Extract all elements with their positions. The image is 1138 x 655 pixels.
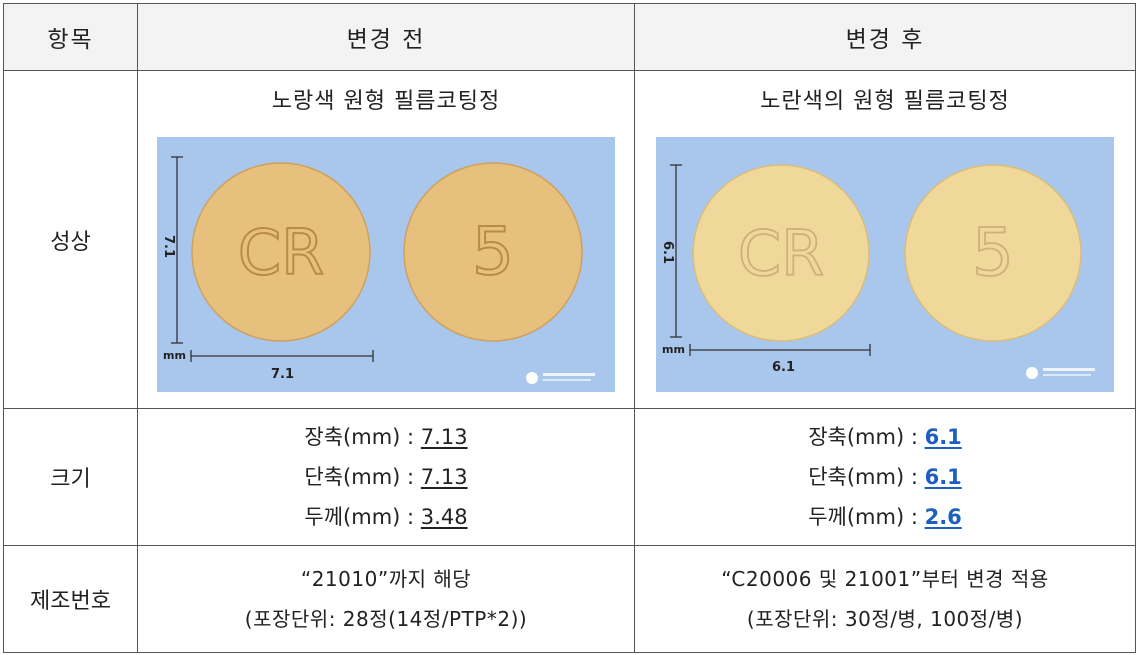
size-after-cell: 장축(mm) : 6.1 단축(mm) : 6.1 두께(mm) : 2.6 <box>634 408 1136 546</box>
size-value: 6.1 <box>924 425 962 449</box>
pill-left <box>692 164 870 342</box>
size-label-text: 장축(mm) : <box>808 425 925 449</box>
comparison-table: 항목 변경 전 변경 후 성상 노랑색 원형 필름코팅정 7.1 <box>3 3 1136 653</box>
shape-before-desc: 노랑색 원형 필름코팅정 <box>271 89 501 114</box>
size-before-short-axis: 단축(mm) : 7.13 <box>138 457 634 497</box>
pill-imprint-left: CR <box>238 216 324 289</box>
header-before: 변경 전 <box>137 3 635 71</box>
shape-after-cell: 노란색의 원형 필름코팅정 6.1 mm 6.1 <box>634 70 1136 409</box>
header-row: 항목 변경 전 변경 후 <box>3 3 1136 71</box>
lot-before-line2: (포장단위: 28정(14정/PTP*2)) <box>244 607 528 631</box>
pill-left <box>191 162 371 342</box>
size-value: 2.6 <box>924 505 962 529</box>
dim-label-vertical: 6.1 <box>660 241 675 264</box>
header-after: 변경 후 <box>634 3 1136 71</box>
size-before-thickness: 두께(mm) : 3.48 <box>138 497 634 537</box>
pill-imprint-left: CR <box>738 217 824 290</box>
pill-right <box>403 162 583 342</box>
unit-label: mm <box>662 343 685 356</box>
size-value: 3.48 <box>420 505 468 529</box>
lot-before-line1: “21010”까지 해당 <box>300 567 472 591</box>
shape-label: 성상 <box>3 70 138 409</box>
pill-illustration-after: 6.1 mm 6.1 CR 5 <box>656 137 1114 392</box>
size-after-thickness: 두께(mm) : 2.6 <box>635 497 1135 537</box>
dim-label-horizontal: 7.1 <box>271 367 294 382</box>
ministry-logo-icon <box>526 372 538 384</box>
size-after-short-axis: 단축(mm) : 6.1 <box>635 457 1135 497</box>
size-label-text: 두께(mm) : <box>808 505 925 529</box>
dim-label-horizontal: 6.1 <box>772 360 795 375</box>
lot-after-cell: “C20006 및 21001”부터 변경 적용 (포장단위: 30정/병, 1… <box>634 545 1136 653</box>
shape-after-desc: 노란색의 원형 필름코팅정 <box>760 89 1010 114</box>
size-value: 6.1 <box>924 465 962 489</box>
pill-imprint-right: 5 <box>972 214 1014 291</box>
shape-before-cell: 노랑색 원형 필름코팅정 7.1 mm 7.1 <box>137 70 635 409</box>
size-before-long-axis: 장축(mm) : 7.13 <box>138 417 634 457</box>
lot-after-line1: “C20006 및 21001”부터 변경 적용 <box>721 567 1049 591</box>
logo-text-mark <box>1043 374 1091 376</box>
size-row: 크기 장축(mm) : 7.13 단축(mm) : 7.13 두께(mm) : … <box>3 408 1136 546</box>
size-label-text: 두께(mm) : <box>304 505 421 529</box>
logo-text-mark <box>543 373 595 376</box>
size-label-text: 단축(mm) : <box>304 465 421 489</box>
pill-illustration-before: 7.1 mm 7.1 CR 5 <box>157 137 615 392</box>
pill-photo-before: 7.1 mm 7.1 CR 5 <box>157 137 615 392</box>
header-item: 항목 <box>3 3 138 71</box>
pill-imprint-right: 5 <box>472 213 514 290</box>
size-before-cell: 장축(mm) : 7.13 단축(mm) : 7.13 두께(mm) : 3.4… <box>137 408 635 546</box>
size-label-text: 장축(mm) : <box>304 425 421 449</box>
size-after-long-axis: 장축(mm) : 6.1 <box>635 417 1135 457</box>
dim-label-vertical: 7.1 <box>161 235 176 258</box>
size-label-text: 단축(mm) : <box>808 465 925 489</box>
lot-label: 제조번호 <box>3 545 138 653</box>
size-value: 7.13 <box>420 465 468 489</box>
size-label: 크기 <box>3 408 138 546</box>
logo-text-mark <box>1043 368 1095 371</box>
pill-photo-after: 6.1 mm 6.1 CR 5 <box>656 137 1114 392</box>
lot-before-cell: “21010”까지 해당 (포장단위: 28정(14정/PTP*2)) <box>137 545 635 653</box>
unit-label: mm <box>163 349 186 362</box>
lot-after-line2: (포장단위: 30정/병, 100정/병) <box>746 607 1024 631</box>
logo-text-mark <box>543 379 591 381</box>
ministry-logo-icon <box>1026 367 1038 379</box>
size-value: 7.13 <box>420 425 468 449</box>
lot-row: 제조번호 “21010”까지 해당 (포장단위: 28정(14정/PTP*2))… <box>3 545 1136 653</box>
pill-right <box>904 164 1082 342</box>
shape-row: 성상 노랑색 원형 필름코팅정 7.1 mm <box>3 70 1136 409</box>
